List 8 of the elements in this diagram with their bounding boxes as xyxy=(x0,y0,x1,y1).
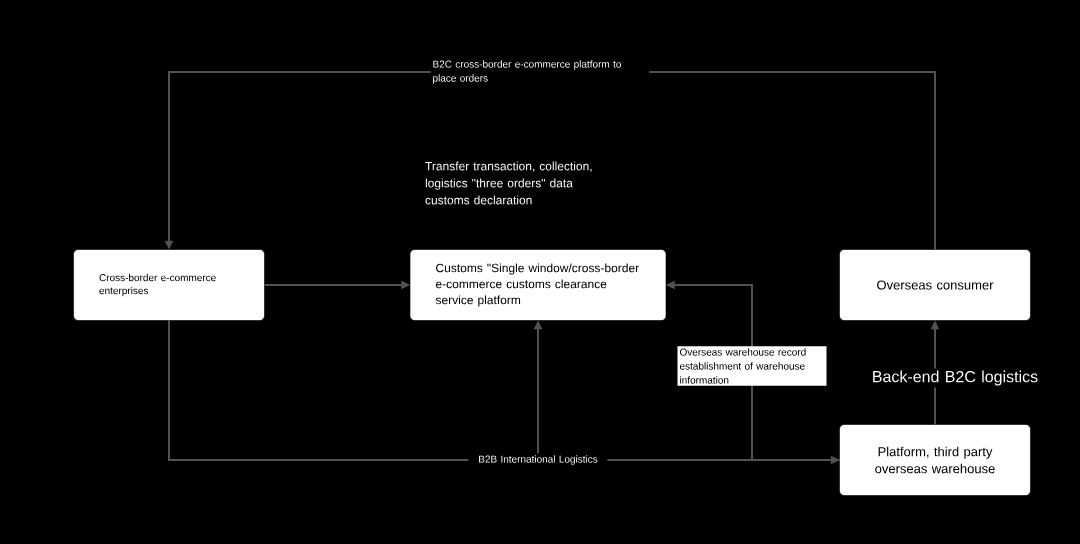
process-box: Customs "Single window/cross-border e-commerce customs clearance service platform xyxy=(410,249,666,321)
edge-label: B2C cross-border e-commerce platform to place orders xyxy=(430,58,650,86)
process-box: Cross-border e-commerce enterprises xyxy=(73,249,265,321)
edge-label: Overseas warehouse record establishment of warehouse information xyxy=(677,346,827,386)
edge-label: B2B International Logistics xyxy=(468,453,608,467)
process-box: Overseas consumer xyxy=(839,249,1031,321)
process-box: Platform, third party overseas warehouse xyxy=(839,424,1031,496)
note-text: Transfer transaction, collection, logistics "three orders" data customs declaration xyxy=(425,161,592,205)
